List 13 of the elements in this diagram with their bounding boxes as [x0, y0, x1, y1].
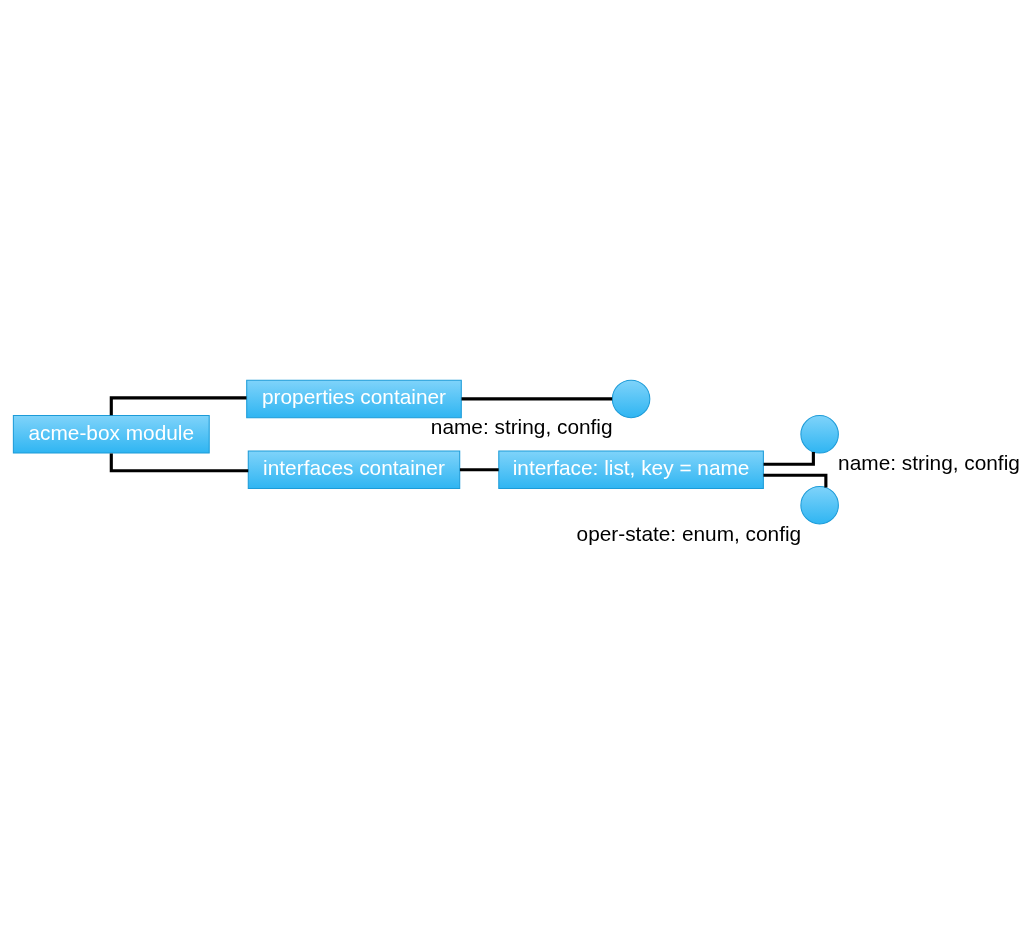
- connector: [459, 467, 499, 471]
- connector: [762, 473, 827, 487]
- node-circle: [799, 414, 839, 454]
- connector: [461, 396, 612, 400]
- node-box: properties container: [245, 379, 462, 418]
- connector: [763, 451, 815, 466]
- node-circle: [799, 485, 839, 524]
- node-box: interfaces container: [247, 450, 460, 489]
- node-box: acme-box module: [12, 414, 210, 454]
- node-label: oper-state: enum, config: [576, 521, 801, 545]
- node-box: interface: list, key = name: [497, 450, 764, 489]
- node-label: name: string, config: [837, 450, 1020, 474]
- node-circle: [611, 379, 650, 418]
